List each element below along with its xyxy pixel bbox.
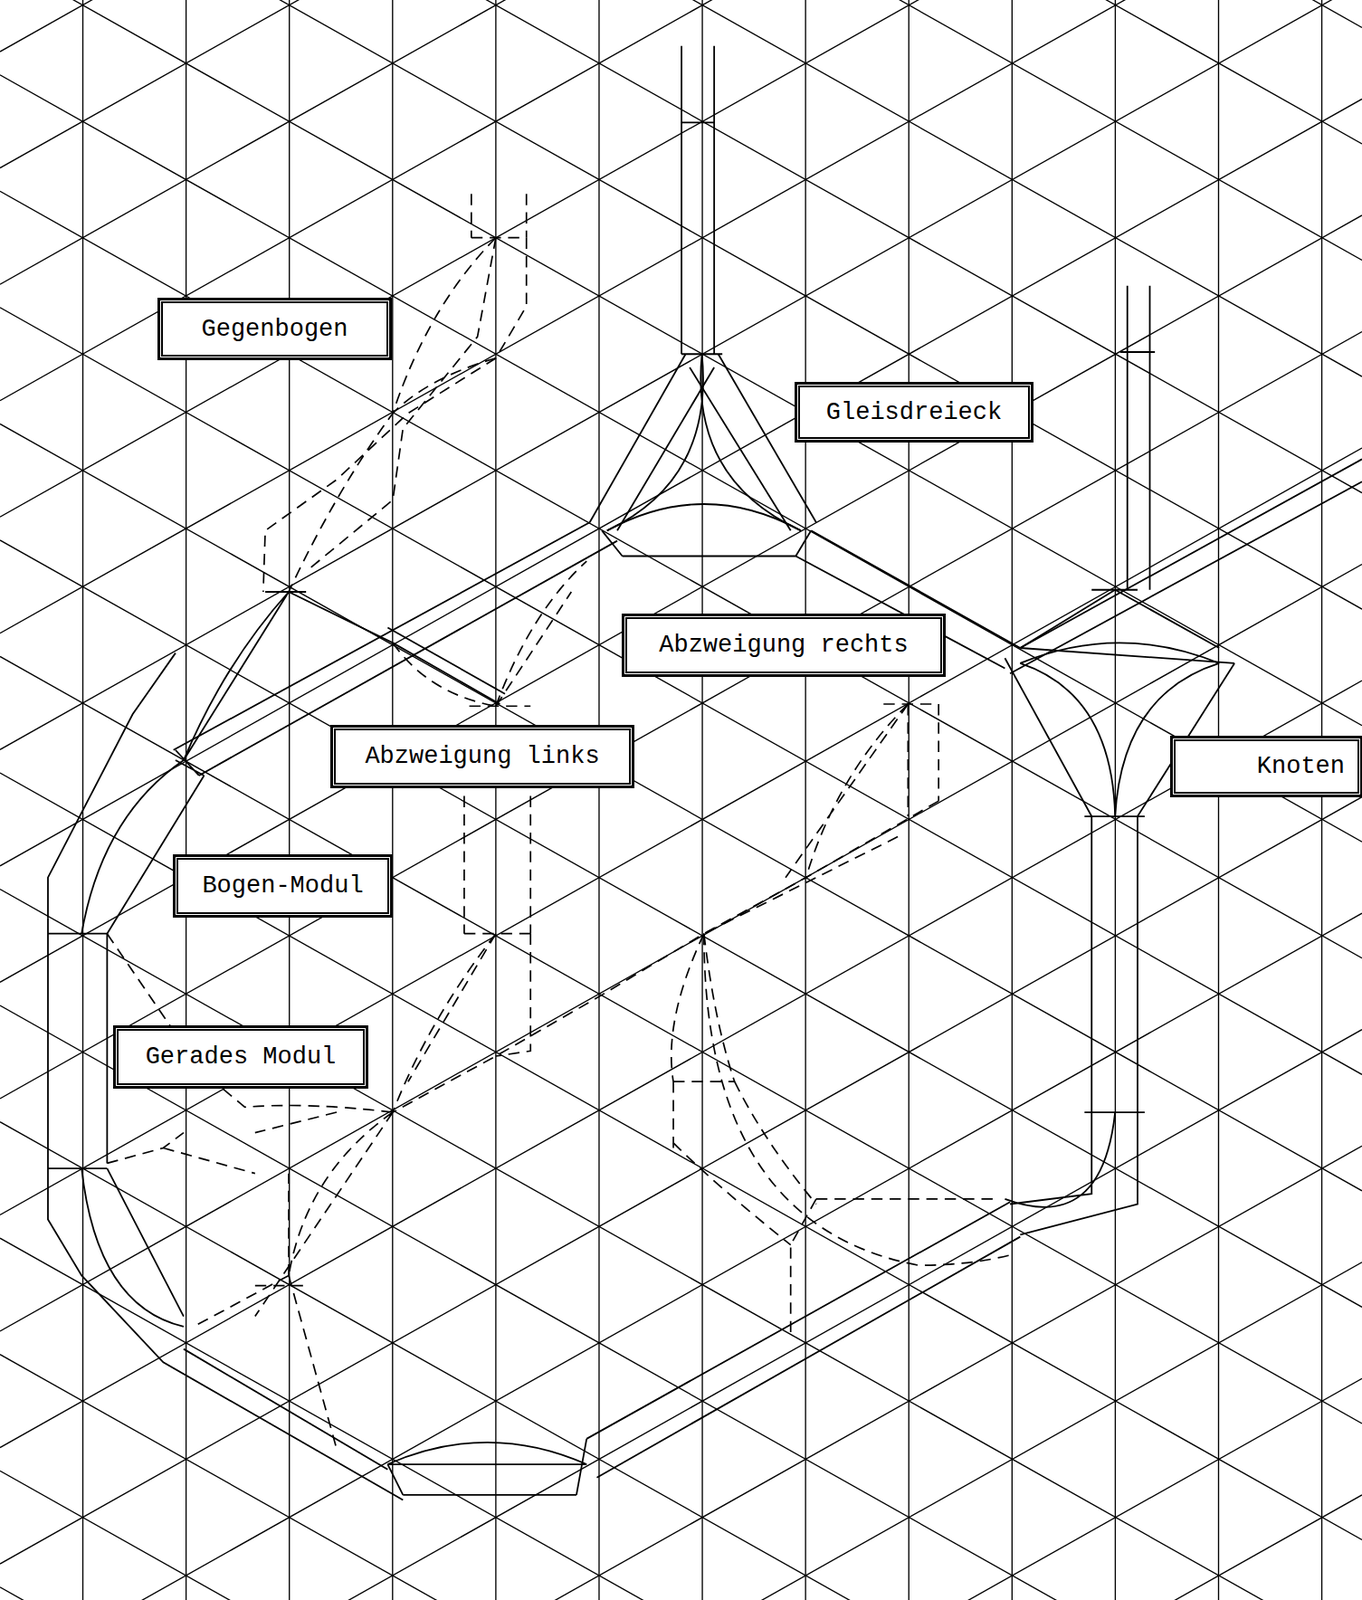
grid-line xyxy=(0,307,1362,1075)
grid-line xyxy=(0,0,1362,52)
grid-line xyxy=(0,656,1362,1423)
module-name: Abzweigung rechts xyxy=(658,631,908,659)
grid-line xyxy=(0,1262,1362,1600)
grid-line xyxy=(0,1470,1362,1600)
grid-line xyxy=(0,1495,1362,1600)
grid-line xyxy=(0,0,1362,401)
grid-line xyxy=(0,0,1362,377)
grid-line xyxy=(0,0,1362,726)
grid-line xyxy=(391,0,393,1600)
module-name: Knoten xyxy=(1257,752,1345,781)
grid-line xyxy=(0,1587,1362,1600)
module-label-box: Abzweigung links xyxy=(331,725,634,788)
module-label-box: Gegenbogen xyxy=(158,298,391,360)
grid-line xyxy=(0,423,1362,1191)
grid-line xyxy=(1011,0,1013,1600)
module-name: Bogen-Modul xyxy=(201,872,363,900)
grid-line xyxy=(82,0,84,1600)
grid-line xyxy=(0,331,1362,1098)
grid-line xyxy=(0,0,1362,750)
module-name: Gegenbogen xyxy=(200,315,348,343)
grid-line xyxy=(0,772,1362,1540)
grid-line xyxy=(0,447,1362,1215)
grid-line xyxy=(185,0,187,1600)
module-label-box: Bogen-Modul xyxy=(173,855,392,917)
grid-line xyxy=(0,1145,1362,1600)
grid-line xyxy=(701,0,703,1600)
grid-line xyxy=(598,0,600,1600)
grid-line xyxy=(0,1378,1362,1600)
grid-line xyxy=(1321,0,1323,1600)
grid-line xyxy=(0,0,1362,517)
grid-line xyxy=(0,1005,1362,1600)
grid-line xyxy=(288,0,290,1600)
grid-line xyxy=(0,1029,1362,1600)
grid-line xyxy=(0,913,1362,1600)
module-name: Abzweigung links xyxy=(364,742,600,771)
grid-line xyxy=(1218,0,1220,1600)
module-name: Gleisdreieck xyxy=(826,399,1002,427)
module-label-box: Gerades Modul xyxy=(114,1026,368,1088)
module-name: Gerades Modul xyxy=(145,1043,337,1071)
module-label-box: Knoten xyxy=(1171,736,1362,797)
grid-line xyxy=(0,680,1362,1448)
grid-line xyxy=(0,564,1362,1332)
grid-line xyxy=(0,540,1362,1307)
grid-line xyxy=(0,1354,1362,1600)
grid-line xyxy=(0,0,1362,28)
module-label-box: Gleisdreieck xyxy=(795,382,1033,442)
solid-tracks xyxy=(47,46,1362,1501)
grid-line xyxy=(0,797,1362,1564)
module-label-box: Abzweigung rechts xyxy=(622,614,945,677)
grid-line xyxy=(0,1238,1362,1600)
